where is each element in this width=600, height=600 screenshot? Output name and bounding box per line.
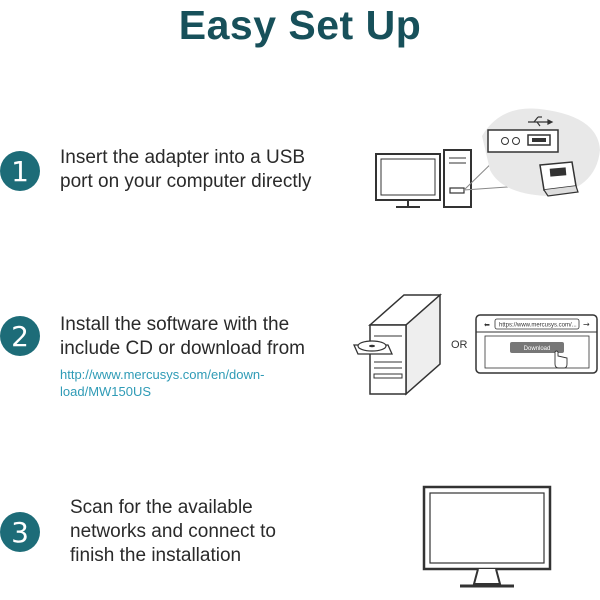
url-bar [494, 318, 580, 330]
usb-adapter-icon [539, 161, 579, 197]
usb-port-icon [449, 187, 465, 194]
browser-download-illustration: ⬅ https://www.mercusys.com/... → Downloa… [475, 314, 598, 374]
download-link[interactable]: http://www.mercusys.com/en/down- load/MW… [60, 366, 264, 400]
audio-jack-icon [512, 137, 520, 145]
step-2-text: Install the software with the include CD… [60, 313, 305, 361]
download-link-line-2: load/MW150US [60, 384, 152, 399]
download-button-text: Download [524, 346, 551, 352]
audio-jack-icon [501, 137, 509, 145]
step-3-line-3: finish the installation [70, 545, 242, 566]
back-arrow-icon: ⬅ [484, 321, 490, 329]
or-label: OR [451, 339, 468, 351]
hand-cursor-icon [554, 350, 568, 369]
cd-tower-illustration [352, 293, 442, 396]
pc-tower-icon [443, 149, 472, 208]
step-3-badge: 3 [0, 512, 40, 552]
url-text: https://www.mercusys.com/... [499, 323, 577, 329]
page-title: Easy Set Up [178, 2, 422, 48]
download-button-graphic [510, 342, 564, 353]
step-1-line-2: port on your computer directly [60, 171, 312, 192]
step-1-badge: 1 [0, 151, 40, 191]
cd-tray-icon [352, 340, 394, 355]
usb-symbol-icon [528, 116, 554, 127]
monitor-illustration [422, 485, 552, 588]
step-3-line-2: networks and connect to [70, 521, 276, 542]
step-3-text: Scan for the available networks and conn… [70, 496, 276, 568]
step-1-line-1: Insert the adapter into a USB [60, 147, 306, 168]
step-2-badge: 2 [0, 316, 40, 356]
step-2-line-2: include CD or download from [60, 338, 306, 359]
download-link-line-1: http://www.mercusys.com/en/down- [60, 367, 265, 382]
computer-with-usb-illustration [375, 108, 600, 208]
step-1-text: Insert the adapter into a USB port on yo… [60, 146, 311, 194]
step-3-line-1: Scan for the available [70, 497, 253, 518]
forward-arrow-icon: → [583, 320, 590, 329]
step-2-line-1: Install the software with the [60, 314, 290, 335]
